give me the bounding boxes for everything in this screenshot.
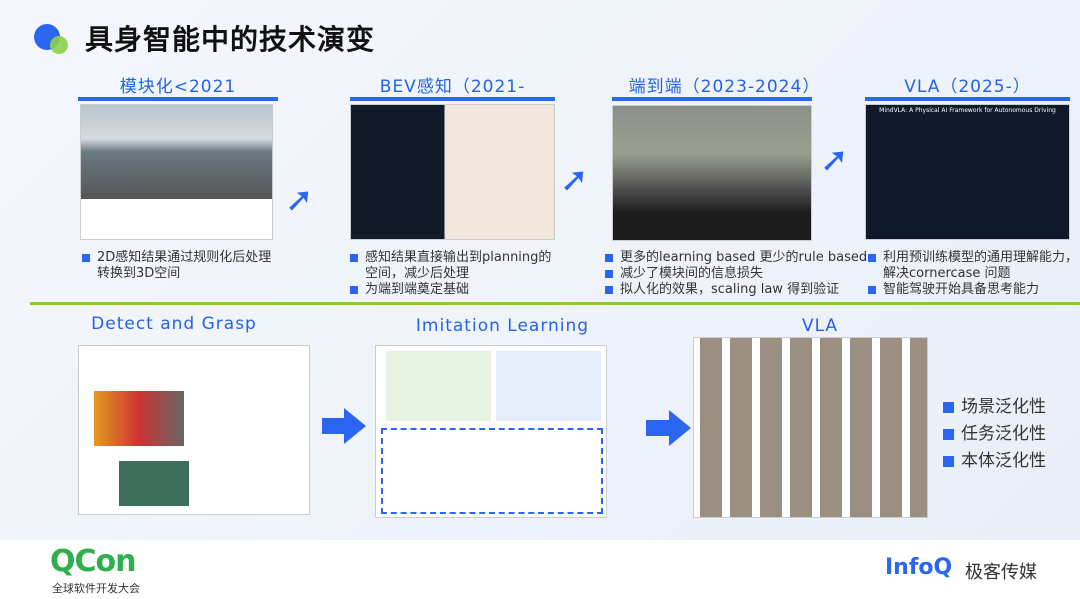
bullet-item: 场景泛化性 bbox=[943, 394, 1080, 421]
infoq-logo: InfoQ bbox=[885, 555, 953, 580]
footer: QCon 全球软件开发大会 InfoQ 极客传媒 bbox=[0, 540, 1080, 599]
image-caption: MindVLA: A Physical AI Framework for Aut… bbox=[879, 107, 1056, 114]
bullets-e2e: 更多的learning based 更少的rule based 减少了模块间的信… bbox=[605, 250, 875, 298]
imitation-learning-image bbox=[375, 345, 607, 518]
section-heading-e2e: 端到端（2023-2024） bbox=[628, 77, 821, 97]
bullets-bev: 感知结果直接输出到planning的空间，减少后处理 为端到端奠定基础 bbox=[350, 250, 560, 298]
bullets-modular: 2D感知结果通过规则化后处理转换到3D空间 bbox=[82, 250, 282, 282]
bullets-vla: 利用预训练模型的通用理解能力，解决cornercase 问题 智能驾驶开始具备思… bbox=[868, 250, 1080, 298]
bullet-item: 任务泛化性 bbox=[943, 421, 1080, 448]
generalization-list: 场景泛化性 任务泛化性 本体泛化性 bbox=[943, 394, 1080, 475]
bullet-item: 为端到端奠定基础 bbox=[350, 282, 560, 298]
section-heading-bev: BEV感知（2021- bbox=[379, 77, 526, 94]
arrow-right-icon bbox=[344, 408, 366, 444]
arrow-icon: ➚ bbox=[820, 140, 849, 180]
arrow-right-icon bbox=[669, 410, 691, 446]
bullet-item: 拟人化的效果，scaling law 得到验证 bbox=[605, 282, 875, 298]
bullet-item: 利用预训练模型的通用理解能力，解决cornercase 问题 bbox=[868, 250, 1080, 282]
bullet-item: 本体泛化性 bbox=[943, 448, 1080, 475]
divider bbox=[30, 302, 1080, 305]
bullet-item: 更多的learning based 更少的rule based bbox=[605, 250, 875, 266]
section-heading-imitation: Imitation Learning bbox=[415, 316, 590, 336]
heading-bar bbox=[78, 97, 278, 101]
bullet-item: 智能驾驶开始具备思考能力 bbox=[868, 282, 1080, 298]
bullet-item: 2D感知结果通过规则化后处理转换到3D空间 bbox=[82, 250, 282, 282]
vla-robot-image bbox=[693, 337, 928, 518]
page-title: 具身智能中的技术演变 bbox=[85, 23, 376, 56]
section-heading-modular: 模块化<2021 bbox=[119, 77, 237, 97]
bullet-item: 感知结果直接输出到planning的空间，减少后处理 bbox=[350, 250, 560, 282]
e2e-image bbox=[612, 105, 812, 241]
modular-image bbox=[80, 104, 273, 240]
logo-mark bbox=[34, 24, 86, 58]
arrow-shaft bbox=[646, 420, 670, 436]
arrow-shaft bbox=[322, 418, 346, 434]
heading-bar bbox=[612, 97, 812, 101]
qcon-text: QCon bbox=[50, 544, 136, 579]
heading-bar bbox=[350, 97, 555, 101]
section-heading-vla: VLA（2025-） bbox=[904, 77, 1031, 97]
qcon-logo: QCon bbox=[50, 544, 136, 579]
bev-image bbox=[350, 104, 555, 240]
infoq-cn: 极客传媒 bbox=[965, 562, 1037, 583]
vla-driving-image: MindVLA: A Physical AI Framework for Aut… bbox=[865, 104, 1070, 240]
arrow-icon: ➚ bbox=[560, 160, 589, 200]
arrow-icon: ➚ bbox=[285, 180, 314, 220]
qcon-subtitle: 全球软件开发大会 bbox=[52, 582, 140, 595]
detect-grasp-image bbox=[78, 345, 310, 515]
heading-bar bbox=[865, 97, 1070, 101]
section-heading-detect-grasp: Detect and Grasp bbox=[91, 314, 257, 334]
bullet-item: 减少了模块间的信息损失 bbox=[605, 266, 875, 282]
section-heading-vla-robot: VLA bbox=[801, 316, 839, 336]
